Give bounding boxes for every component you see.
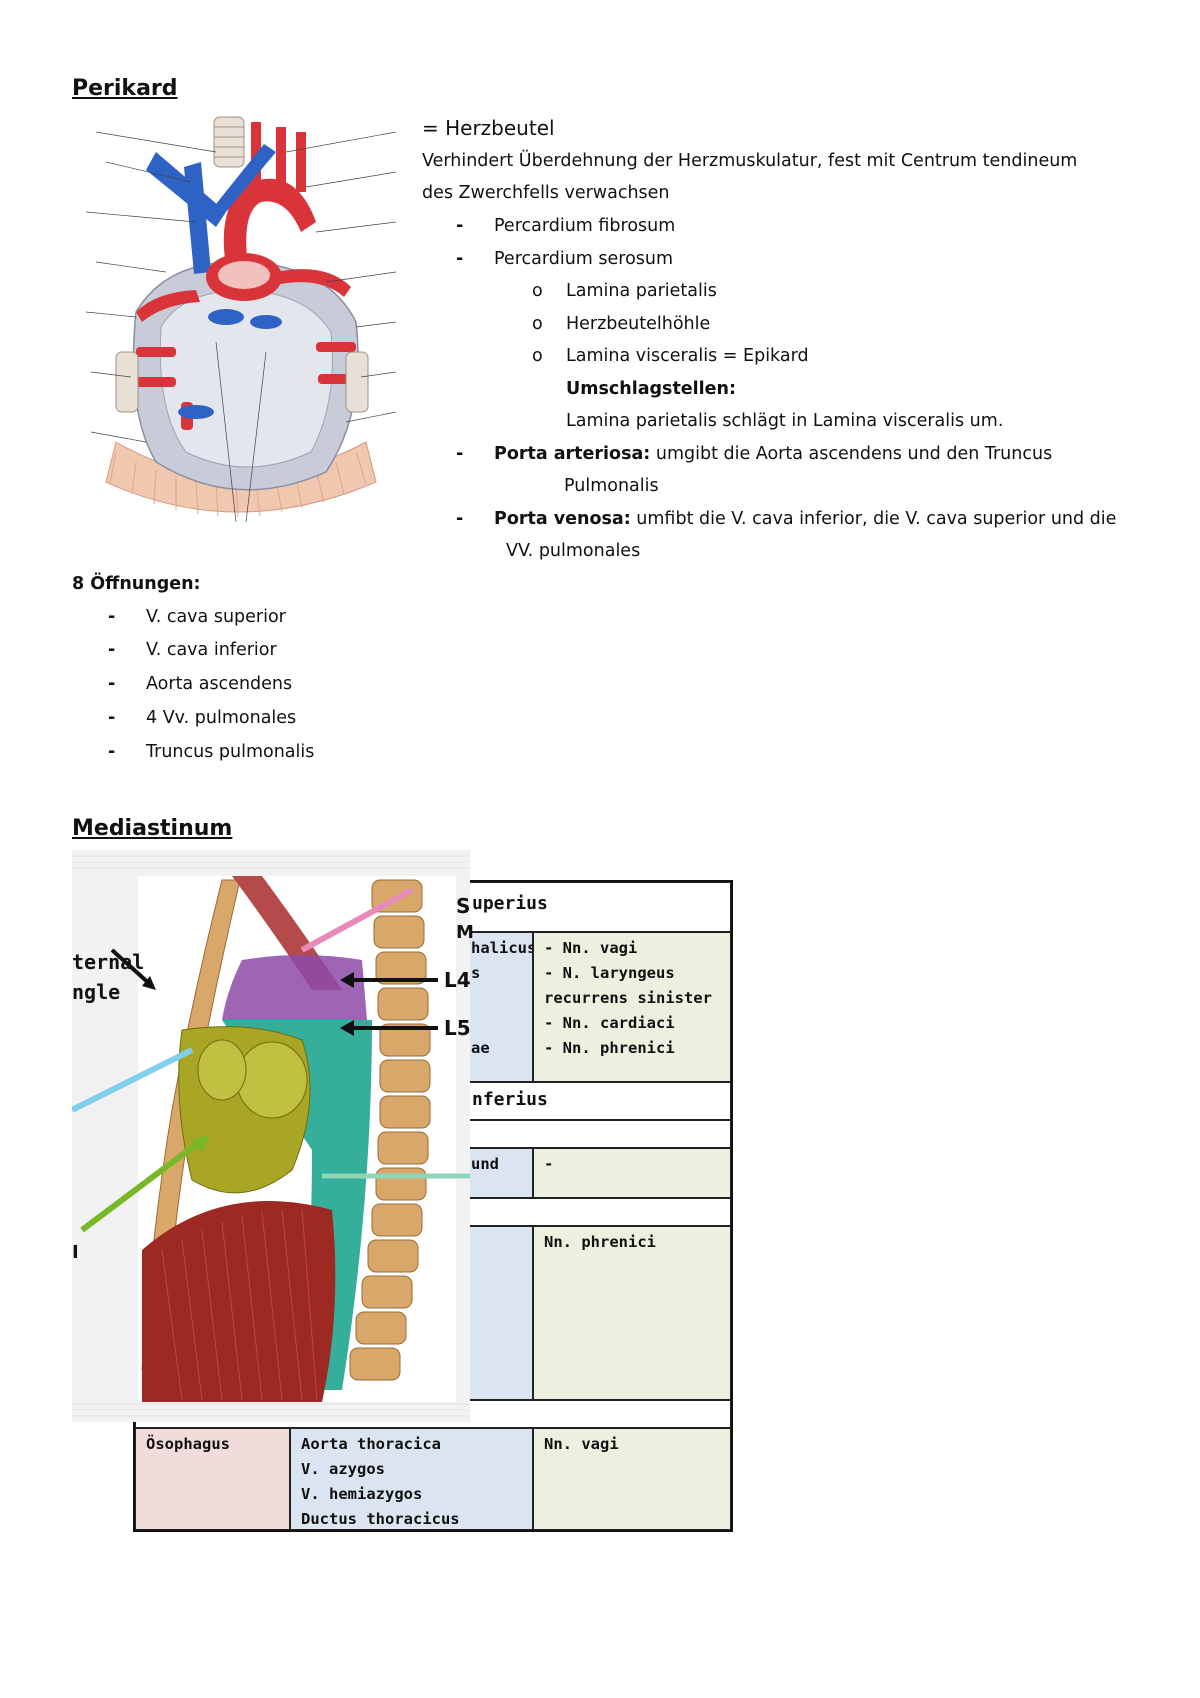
- vessel-line: Ductus thoracicus: [301, 1510, 460, 1528]
- label-l5: L5: [444, 1016, 471, 1040]
- heart-pericardium-figure: [76, 112, 411, 532]
- nerve-line: recurrens sinister: [544, 989, 712, 1007]
- umschlagstellen-label: Umschlagstellen:: [566, 379, 737, 399]
- superius-nerves: - Nn. vagi - N. laryngeus recurrens sini…: [533, 932, 731, 1082]
- mediastinum-illustration: [70, 850, 470, 1422]
- openings-title: 8 Öffnungen:: [72, 574, 201, 594]
- posterior-organ: Ösophagus: [135, 1428, 290, 1530]
- item-pericardium-fibrosum: Percardium fibrosum: [456, 210, 675, 242]
- opening-item: Truncus pulmonalis: [108, 736, 314, 768]
- superius-mid-line: [471, 986, 522, 1011]
- phrenici-row-nerve: Nn. phrenici: [533, 1226, 731, 1400]
- mediastinum-figure: ternal ngle L4 L5 S M I: [70, 850, 474, 1422]
- superius-mid-line: halicus: [471, 939, 537, 957]
- porta-arteriosa-continuation: Pulmonalis: [564, 476, 659, 496]
- item-pericardium-serosum: Percardium serosum: [456, 243, 673, 275]
- nerve-line: - Nn. phrenici: [544, 1039, 675, 1057]
- label-l4: L4: [444, 968, 471, 992]
- porta-venosa-continuation: VV. pulmonales: [506, 541, 641, 561]
- opening-item: V. cava superior: [108, 601, 286, 633]
- nerve-line: - Nn. vagi: [544, 939, 638, 957]
- perikard-description-line2: des Zwerchfells verwachsen: [422, 183, 670, 203]
- porta-venosa-label: Porta venosa:: [494, 509, 631, 529]
- perikard-description-line1: Verhindert Überdehnung der Herzmuskulatu…: [422, 151, 1078, 171]
- nerve-line: - N. laryngeus: [544, 964, 675, 982]
- item-porta-arteriosa: Porta arteriosa: umgibt die Aorta ascend…: [456, 438, 1053, 470]
- vessel-line: Aorta thoracica: [301, 1435, 441, 1453]
- porta-arteriosa-text: umgibt die Aorta ascendens und den Trunc…: [650, 444, 1053, 464]
- nerve-line: - Nn. cardiaci: [544, 1014, 675, 1032]
- porta-arteriosa-label: Porta arteriosa:: [494, 444, 651, 464]
- subitem-lamina-visceralis: Lamina visceralis = Epikard: [532, 340, 809, 372]
- heart-illustration: [85, 116, 397, 523]
- subitem-herzbeutelhoehle: Herzbeutelhöhle: [532, 308, 710, 340]
- mediastinum-title: Mediastinum: [72, 816, 233, 841]
- perikard-heading: = Herzbeutel: [422, 116, 555, 140]
- vessel-line: V. hemiazygos: [301, 1485, 423, 1503]
- label-s: S: [456, 894, 471, 918]
- subitem-lamina-parietalis: Lamina parietalis: [532, 275, 717, 307]
- superius-mid-line: ae: [471, 1039, 490, 1057]
- porta-venosa-text: umfibt die V. cava inferior, die V. cava…: [630, 509, 1117, 529]
- superius-mid-line: s: [471, 964, 481, 982]
- opening-item: 4 Vv. pulmonales: [108, 702, 296, 734]
- label-m: M: [456, 922, 474, 943]
- label-sternal: ternal: [72, 950, 145, 974]
- posterior-vessels: Aorta thoracica V. azygos V. hemiazygos …: [290, 1428, 533, 1530]
- vessel-line: V. azygos: [301, 1460, 385, 1478]
- opening-item: V. cava inferior: [108, 634, 277, 666]
- superius-mid-line: [471, 1011, 522, 1036]
- posterior-nerves: Nn. vagi: [533, 1428, 731, 1530]
- item-porta-venosa: Porta venosa: umfibt die V. cava inferio…: [456, 503, 1117, 535]
- label-angle: ngle: [72, 980, 121, 1004]
- und-row-nerve: -: [533, 1148, 731, 1198]
- perikard-title: Perikard: [72, 76, 178, 101]
- opening-item: Aorta ascendens: [108, 668, 292, 700]
- label-cut-left: I: [72, 1242, 79, 1263]
- umschlagstellen-text: Lamina parietalis schlägt in Lamina visc…: [566, 411, 1004, 431]
